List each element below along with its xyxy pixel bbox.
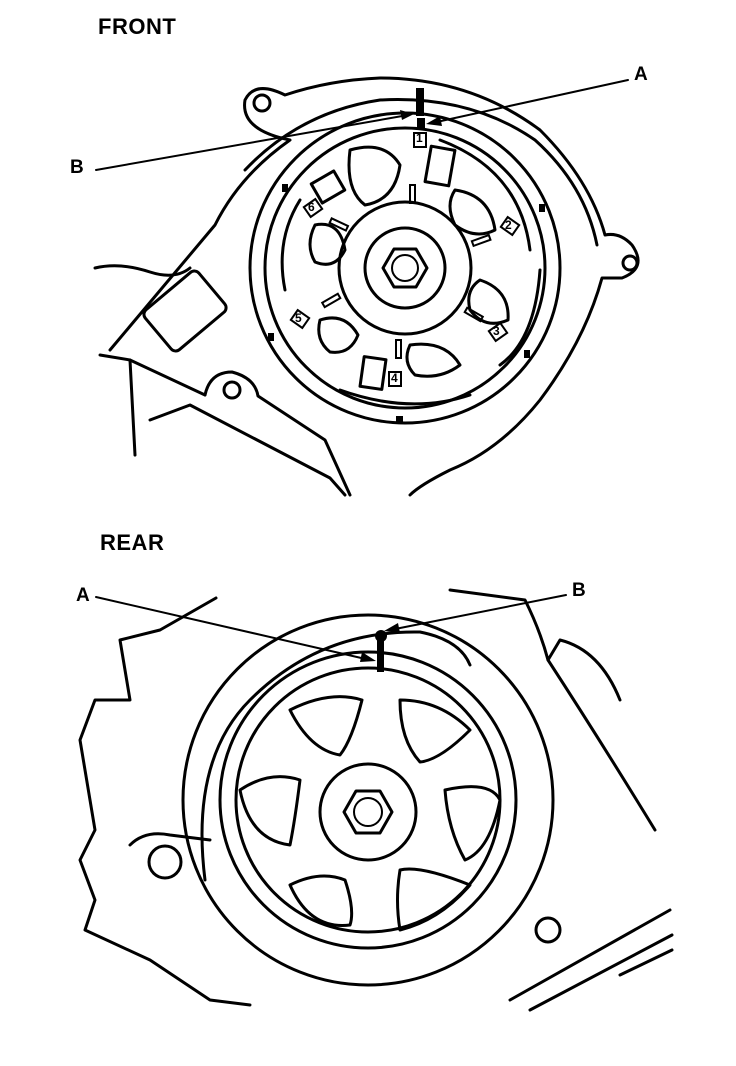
front-arrowhead-a xyxy=(426,116,442,126)
front-tooth-digit-4: 4 xyxy=(391,371,398,385)
front-mark-tab-6 xyxy=(302,197,324,219)
front-index-block-top xyxy=(423,144,457,188)
front-spoke-dash-4 xyxy=(395,339,402,359)
front-pulley-timing-mark xyxy=(417,118,425,128)
front-mark-tab-5 xyxy=(289,308,311,330)
front-window-2 xyxy=(448,188,497,236)
front-label-a: A xyxy=(634,64,648,85)
front-mark-tab-3 xyxy=(487,321,509,343)
rear-center-bolt-hex xyxy=(342,789,394,835)
front-spoke-dash-2 xyxy=(470,233,492,248)
front-ring-tick-1 xyxy=(282,184,288,192)
front-pulley-boss xyxy=(363,226,447,310)
rear-view xyxy=(78,588,674,1012)
front-slot-arc-right xyxy=(498,268,542,367)
front-pulley-inner-ring xyxy=(263,126,547,410)
rear-window-1 xyxy=(288,695,364,757)
front-tooth-digit-3: 3 xyxy=(493,324,500,338)
front-mark-tab-4 xyxy=(388,371,402,387)
front-mark-tab-2 xyxy=(499,215,521,237)
rear-housing-right-edge xyxy=(546,658,657,832)
rear-center-bolt-face xyxy=(353,797,383,827)
rear-leader-b xyxy=(389,594,567,631)
rear-bolt-hole-right xyxy=(534,916,562,944)
front-spoke-dash-5 xyxy=(320,292,342,309)
front-tooth-digit-2: 2 xyxy=(505,218,512,232)
rear-window-2 xyxy=(398,698,472,764)
front-index-block-left xyxy=(309,169,347,205)
front-window-5 xyxy=(317,316,360,354)
rear-window-5 xyxy=(288,874,354,927)
front-spoke-dash-3 xyxy=(463,306,485,323)
rear-heading: REAR xyxy=(100,530,165,555)
front-bolt-hole-left xyxy=(252,93,272,113)
rear-left-bracket xyxy=(128,832,212,847)
rear-housing-outline xyxy=(78,596,252,1007)
front-slot-arc-top xyxy=(438,138,532,252)
front-side-slot xyxy=(142,269,228,353)
front-body-line xyxy=(128,358,137,457)
front-label-b: B xyxy=(70,157,84,178)
rear-label-b: B xyxy=(572,580,586,601)
front-slot-arc-bottom xyxy=(338,388,472,406)
front-ring-tick-4 xyxy=(396,416,403,423)
rear-arrowhead-b xyxy=(384,623,400,633)
front-housing-outline xyxy=(108,76,640,497)
rear-window-6 xyxy=(238,775,302,847)
front-center-bolt-hex xyxy=(381,247,429,289)
rear-lower-right-rail xyxy=(508,908,674,1012)
front-slot-arc-left xyxy=(280,198,302,292)
front-center-bolt-face xyxy=(391,254,419,282)
rear-pulley-outer-ring xyxy=(181,613,555,987)
rear-pulley-hub-ring xyxy=(318,762,418,862)
front-housing-timing-mark xyxy=(416,88,424,116)
rear-pulley-inner-ring xyxy=(218,650,518,950)
front-window-6 xyxy=(308,222,347,266)
front-index-block-bottom xyxy=(358,355,388,391)
front-tooth-digit-5: 5 xyxy=(295,311,302,325)
front-window-3 xyxy=(467,278,510,325)
front-tooth-digit-1: 1 xyxy=(416,131,423,145)
front-leader-a xyxy=(431,79,629,124)
front-mark-tab-1 xyxy=(413,132,427,148)
front-body-edge xyxy=(98,353,207,397)
rear-window-4 xyxy=(396,867,472,932)
front-ring-tick-3 xyxy=(524,350,530,358)
rear-label-a: A xyxy=(76,585,90,606)
front-ring-tick-5 xyxy=(268,333,274,341)
rear-window-3 xyxy=(443,785,502,862)
rear-housing-timing-mark xyxy=(375,630,387,642)
front-heading: FRONT xyxy=(98,14,177,39)
front-lower-bolt-hole xyxy=(222,380,242,400)
front-leader-b xyxy=(95,114,409,171)
front-bolt-hole-right xyxy=(621,254,639,272)
rear-leader-a xyxy=(95,596,371,661)
rear-bolt-hole-left xyxy=(147,844,183,880)
front-tooth-digit-6: 6 xyxy=(308,200,315,214)
front-lower-bracket xyxy=(203,370,352,497)
front-window-4 xyxy=(405,342,462,378)
front-spoke-dash-6 xyxy=(328,217,350,232)
rear-housing-top-right xyxy=(448,588,622,702)
front-lower-rib xyxy=(148,403,347,497)
front-housing-lip xyxy=(243,98,599,247)
front-arrowhead-b xyxy=(400,110,414,120)
front-pulley-outer-ring xyxy=(248,111,562,425)
front-pulley-hub-ring xyxy=(337,200,473,336)
front-spoke-dash-1 xyxy=(409,184,416,204)
rear-pulley-flange xyxy=(200,630,472,882)
rear-pulley-timing-mark xyxy=(377,640,384,672)
rear-arrowhead-a xyxy=(360,652,376,662)
front-view xyxy=(93,76,640,497)
front-window-1 xyxy=(347,145,402,207)
front-left-wave xyxy=(93,264,192,277)
rear-pulley-web-ring xyxy=(234,666,502,934)
front-ring-tick-2 xyxy=(539,204,545,212)
